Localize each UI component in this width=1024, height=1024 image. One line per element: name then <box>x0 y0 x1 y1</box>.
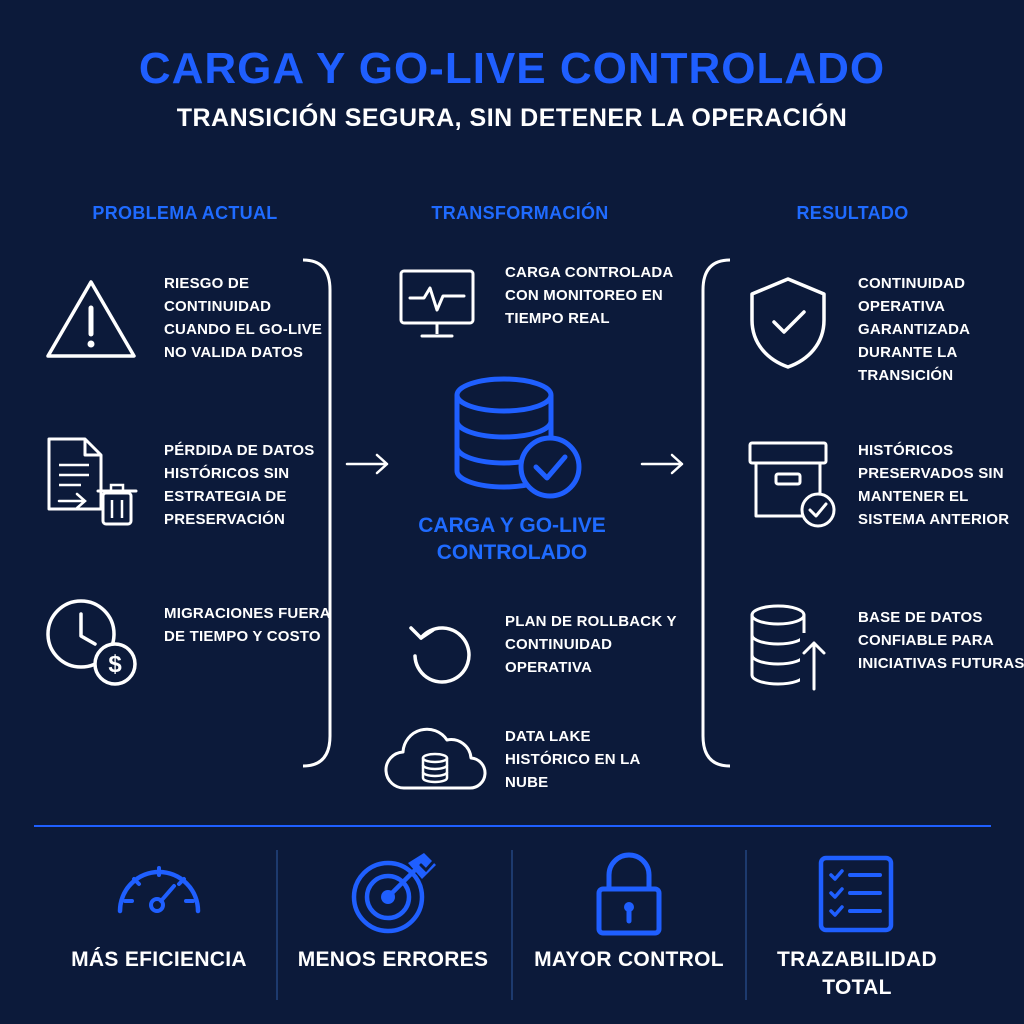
page-subtitle: TRANSICIÓN SEGURA, SIN DETENER LA OPERAC… <box>176 104 848 132</box>
right-bracket <box>701 258 731 768</box>
vertical-separator <box>511 850 513 1000</box>
transformation-item-1: CARGA CONTROLADA CON MONITOREO EN TIEMPO… <box>505 264 673 327</box>
problem-item-3: MIGRACIONES FUERA DE TIEMPO Y COSTO <box>164 605 331 645</box>
left-bracket <box>302 258 332 768</box>
warning-icon <box>46 280 136 358</box>
arrow-right-icon <box>640 453 684 475</box>
benefit-label-4: TRAZABILIDAD TOTAL <box>777 948 937 999</box>
target-icon <box>351 853 436 934</box>
page-title: CARGA Y GO-LIVE CONTROLADO <box>138 44 886 93</box>
arrow-right-icon <box>345 453 389 475</box>
vertical-separator <box>745 850 747 1000</box>
problem-heading: PROBLEMA ACTUAL <box>92 203 278 223</box>
result-item-3: BASE DE DATOS CONFIABLE PARA INICIATIVAS… <box>858 609 1024 672</box>
gauge-icon <box>117 866 201 914</box>
checklist-icon <box>818 855 894 933</box>
benefit-label-1: MÁS EFICIENCIA <box>71 948 247 971</box>
vertical-separator <box>276 850 278 1000</box>
transformation-item-2: PLAN DE ROLLBACK Y CONTINUIDAD OPERATIVA <box>505 613 677 676</box>
archive-box-icon <box>748 441 836 528</box>
lock-icon <box>596 852 662 936</box>
svg-text:$: $ <box>108 651 122 678</box>
transformation-heading: TRANSFORMACIÓN <box>431 203 609 223</box>
result-item-2: HISTÓRICOS PRESERVADOS SIN MANTENER EL S… <box>858 442 1010 528</box>
transformation-item-3: DATA LAKE HISTÓRICO EN LA NUBE <box>505 728 640 791</box>
rollback-icon <box>409 626 471 684</box>
benefit-label-3: MAYOR CONTROL <box>534 948 724 971</box>
document-trash-icon <box>47 437 138 526</box>
database-up-icon <box>750 604 834 691</box>
cloud-database-icon <box>384 727 487 790</box>
problem-item-1: RIESGO DE CONTINUIDAD CUANDO EL GO-LIVE … <box>164 275 323 361</box>
horizontal-divider <box>34 825 991 827</box>
clock-cost-icon: $ <box>46 599 137 686</box>
result-heading: RESULTADO <box>796 203 909 223</box>
problem-item-2: PÉRDIDA DE DATOS HISTÓRICOS SIN ESTRATEG… <box>164 442 315 528</box>
shield-check-icon <box>750 277 826 369</box>
center-label: CARGA Y GO-LIVE CONTROLADO <box>418 514 606 564</box>
benefit-label-2: MENOS ERRORES <box>297 948 489 971</box>
monitor-pulse-icon <box>399 269 475 338</box>
result-item-1: CONTINUIDAD OPERATIVA GARANTIZADA DURANT… <box>858 275 970 384</box>
database-check-icon <box>454 376 582 499</box>
